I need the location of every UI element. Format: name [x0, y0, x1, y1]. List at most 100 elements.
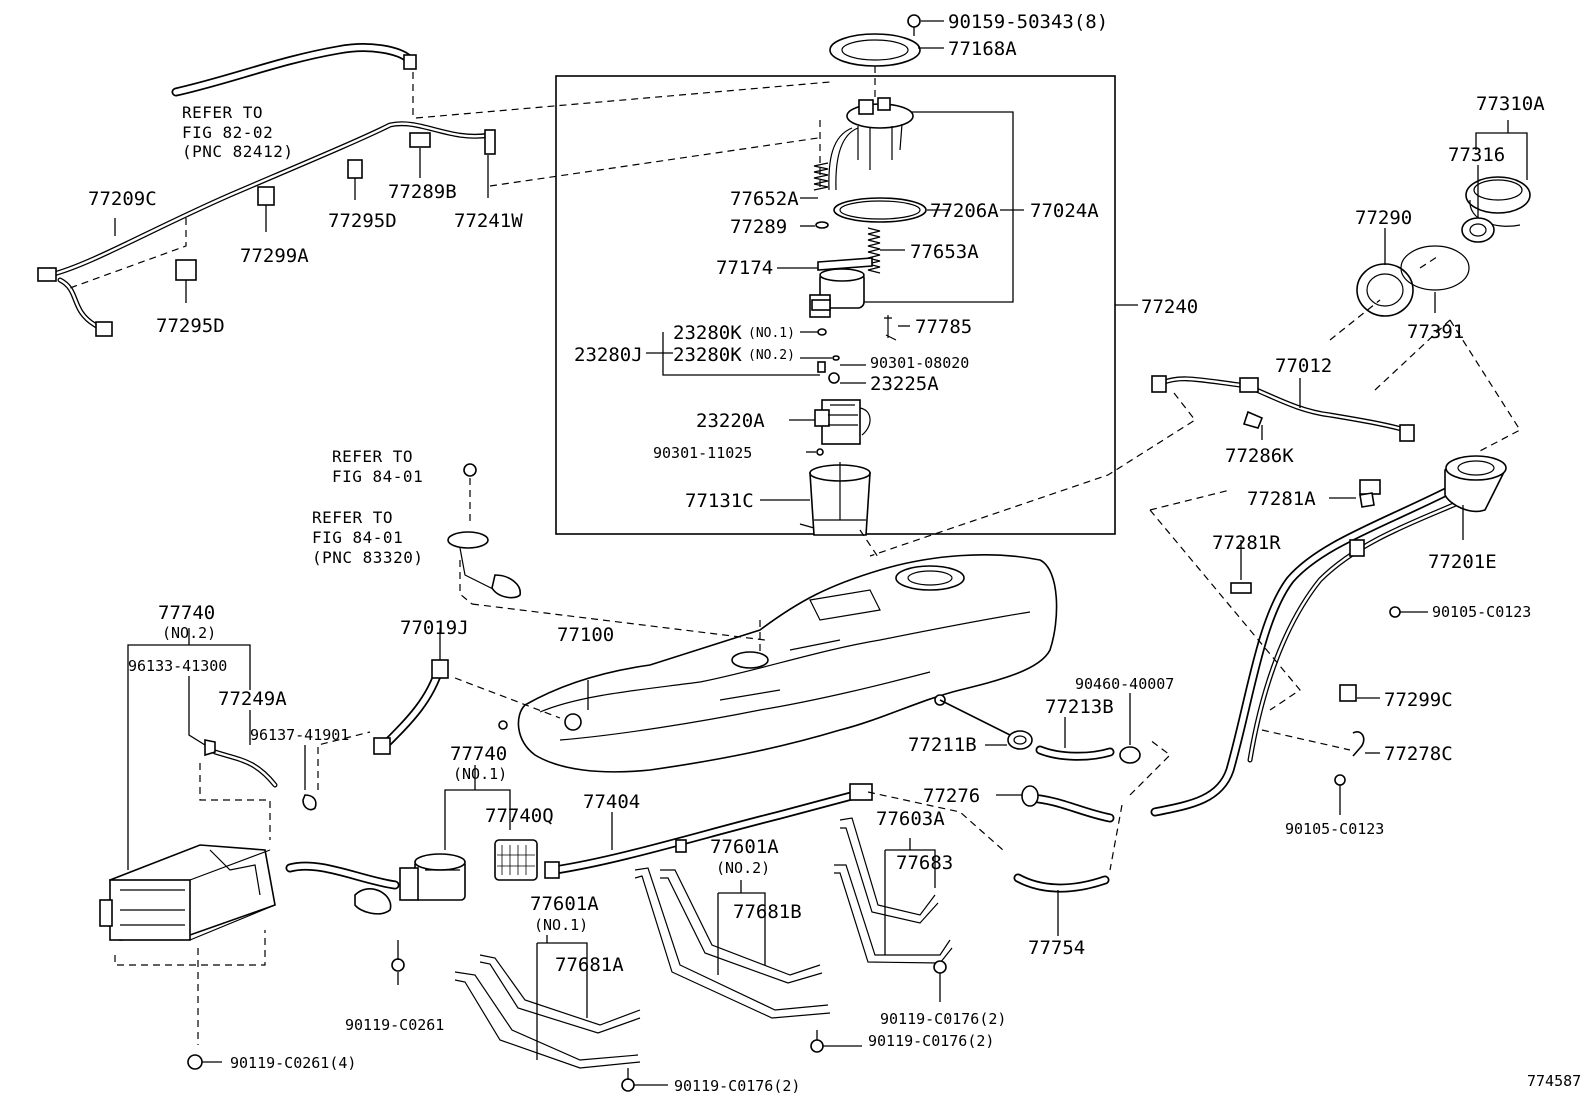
part-label-77024A: 77024A — [1030, 200, 1099, 222]
part-label-77289: 77289 — [730, 216, 787, 238]
part-label-77681A: 77681A — [555, 954, 624, 976]
part-label-96137-41901: 96137-41901 — [250, 726, 349, 744]
ref-fig-84-01-b-line1: REFER TO — [312, 508, 393, 527]
part-label-90301-11025: 90301-11025 — [653, 444, 752, 462]
right-dashed-guides — [869, 254, 1521, 871]
ref-fig-84-01-a-line2: FIG 84-01 — [332, 467, 423, 486]
part-label-77601A-no2: 77601A — [710, 836, 779, 858]
ref-fig-82-02-line2: FIG 82-02 — [182, 123, 273, 142]
part-label-77391: 77391 — [1407, 321, 1464, 343]
breather-tube-77012 — [1151, 375, 1415, 442]
part-label-77100: 77100 — [557, 624, 614, 646]
right-side-clips — [1230, 492, 1428, 815]
clamp-77211B — [985, 730, 1033, 750]
hose-77019J — [373, 628, 561, 755]
part-label-77740-no2: 77740 — [158, 602, 215, 624]
part-label-77241W: 77241W — [454, 210, 523, 232]
part-label-23225A: 23225A — [870, 373, 939, 395]
part-label-90119-C0176-a: 90119-C0176(2) — [880, 1010, 1006, 1028]
part-label-77652A: 77652A — [730, 188, 799, 210]
part-label-23220A: 23220A — [696, 410, 765, 432]
part-label-77740-no1-note: (NO.1) — [453, 765, 507, 783]
filler-pipe-77201E — [1150, 455, 1507, 817]
part-label-77281R: 77281R — [1212, 532, 1281, 554]
hose-77276 — [996, 785, 1115, 823]
part-label-77168A: 77168A — [948, 38, 1017, 60]
hose-77754 — [1013, 873, 1110, 936]
part-label-77740-no1: 77740 — [450, 743, 507, 765]
seal-77391 — [1400, 245, 1470, 313]
part-label-77286K: 77286K — [1225, 445, 1294, 467]
part-label-77201E: 77201E — [1428, 551, 1497, 573]
hose-77213B — [1035, 717, 1115, 761]
part-label-90105-C0123-a: 90105-C0123 — [1432, 603, 1531, 621]
gasket-77316 — [1461, 165, 1495, 243]
strap-77601A-no1 — [454, 935, 668, 1092]
part-label-77281A: 77281A — [1247, 488, 1316, 510]
ref-fig-84-01-b-line3: (PNC 83320) — [312, 548, 423, 567]
part-label-77240: 77240 — [1141, 296, 1198, 318]
part-label-90119-C0261: 90119-C0261 — [345, 1016, 444, 1034]
part-label-77206A: 77206A — [930, 200, 999, 222]
part-label-96133-41300: 96133-41300 — [128, 657, 227, 675]
part-label-77681B: 77681B — [733, 901, 802, 923]
ref-fig-84-01-b-line2: FIG 84-01 — [312, 528, 403, 547]
ref-fig-84-01-a-line1: REFER TO — [332, 447, 413, 466]
part-label-23280K-1-note: (NO.1) — [748, 326, 795, 341]
part-label-77174: 77174 — [716, 257, 773, 279]
part-label-77249A: 77249A — [218, 688, 287, 710]
part-label-77131C: 77131C — [685, 490, 754, 512]
part-label-90119-C0261-4: 90119-C0261(4) — [230, 1054, 356, 1072]
tube-77404 — [544, 783, 1004, 879]
part-label-77653A: 77653A — [910, 241, 979, 263]
fuel-tank-77100 — [471, 529, 1058, 773]
part-label-77404: 77404 — [583, 791, 640, 813]
part-label-77601A-no2-note: (NO.2) — [716, 859, 770, 877]
ref-fig-82-02-line3: (PNC 82412) — [182, 142, 293, 161]
part-label-23280K-2-note: (NO.2) — [748, 348, 795, 363]
part-label-77213B: 77213B — [1045, 696, 1114, 718]
charcoal-canister-77740 — [99, 628, 371, 1070]
part-label-77211B: 77211B — [908, 734, 977, 756]
part-label-77683: 77683 — [896, 852, 953, 874]
part-label-90460-40007: 90460-40007 — [1075, 675, 1174, 693]
part-label-77012: 77012 — [1275, 355, 1332, 377]
bolt-90159-50343 — [907, 14, 944, 36]
part-label-77209C: 77209C — [88, 188, 157, 210]
part-label-77785: 77785 — [915, 316, 972, 338]
part-label-77295D-a: 77295D — [328, 210, 397, 232]
part-label-77019J: 77019J — [400, 617, 469, 639]
filter-77740Q — [494, 839, 538, 881]
clamp-90460-40007 — [1119, 693, 1141, 764]
part-label-77601A-no1-note: (NO.1) — [534, 916, 588, 934]
part-label-77603A: 77603A — [876, 808, 945, 830]
part-label-77310A: 77310A — [1476, 93, 1545, 115]
part-label-77290: 77290 — [1355, 207, 1412, 229]
ring-77290 — [1356, 228, 1414, 317]
part-label-23280J: 23280J — [574, 344, 643, 366]
reference-labels: REFER TO FIG 82-02 (PNC 82412) REFER TO … — [182, 103, 423, 567]
part-label-77299C: 77299C — [1384, 689, 1453, 711]
part-label-77295D-b: 77295D — [156, 315, 225, 337]
part-label-77276: 77276 — [923, 785, 980, 807]
part-label-90159-50343: 90159-50343(8) — [948, 11, 1108, 33]
sender-gauge-ref — [447, 463, 521, 605]
part-label-90119-C0176-b: 90119-C0176(2) — [868, 1032, 994, 1050]
part-label-77289B: 77289B — [388, 181, 457, 203]
fuel-pump-sender-assembly — [799, 97, 927, 536]
part-label-77278C: 77278C — [1384, 743, 1453, 765]
part-number-labels: 90159-50343(8) 77168A 77310A 77316 77290… — [88, 11, 1581, 1095]
part-label-23280K-2: 23280K — [673, 344, 742, 366]
part-label-90301-08020: 90301-08020 — [870, 354, 969, 372]
pump-leaders — [760, 66, 950, 501]
part-label-77740-no2-note: (NO.2) — [162, 624, 216, 642]
vent-valve-77740-no1 — [285, 765, 511, 985]
strap-77601A-no2 — [634, 867, 862, 1053]
vent-line-assembly — [37, 43, 831, 337]
ref-fig-82-02-line1: REFER TO — [182, 103, 263, 122]
strap-77603A — [834, 817, 953, 1002]
part-label-77299A: 77299A — [240, 245, 309, 267]
part-label-90119-C0176-c: 90119-C0176(2) — [674, 1077, 800, 1095]
part-label-90105-C0123-b: 90105-C0123 — [1285, 820, 1384, 838]
